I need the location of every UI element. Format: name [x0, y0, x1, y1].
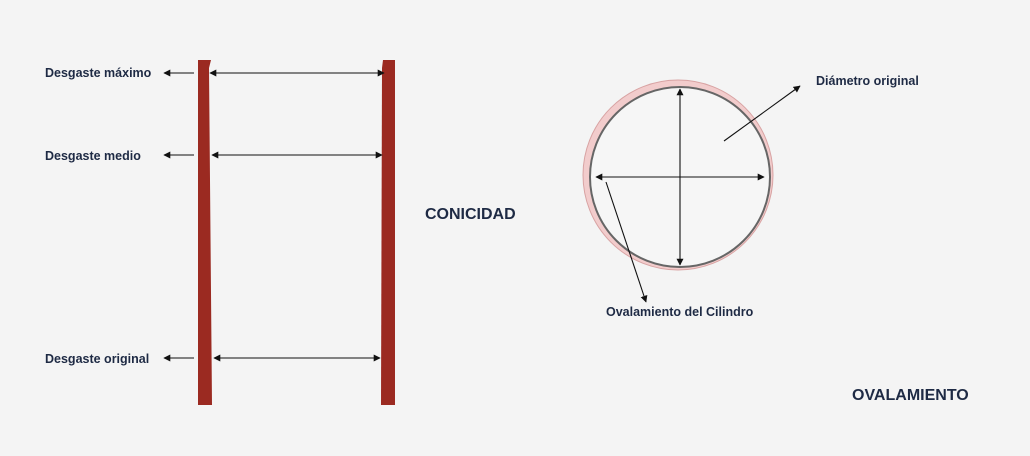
max-wear-label: Desgaste máximo	[45, 66, 152, 80]
cylinder-ovality-label: Ovalamiento del Cilindro	[606, 305, 754, 319]
original-diameter-label: Diámetro original	[816, 74, 919, 88]
diameter-leader-arrow	[723, 85, 801, 142]
left-cylinder-wall	[198, 60, 212, 405]
conicity-title: CONICIDAD	[425, 206, 516, 223]
ovality-title: OVALAMIENTO	[852, 387, 969, 404]
original-wear-label: Desgaste original	[45, 352, 149, 366]
right-cylinder-wall	[381, 60, 395, 405]
conicity-section: Desgaste máximo Desgaste medio Desgaste …	[45, 60, 516, 405]
ovality-leader-arrow	[605, 181, 648, 303]
mid-wear-label: Desgaste medio	[45, 149, 141, 163]
ovality-section: Diámetro original Ovalamiento del Cilind…	[582, 74, 969, 404]
